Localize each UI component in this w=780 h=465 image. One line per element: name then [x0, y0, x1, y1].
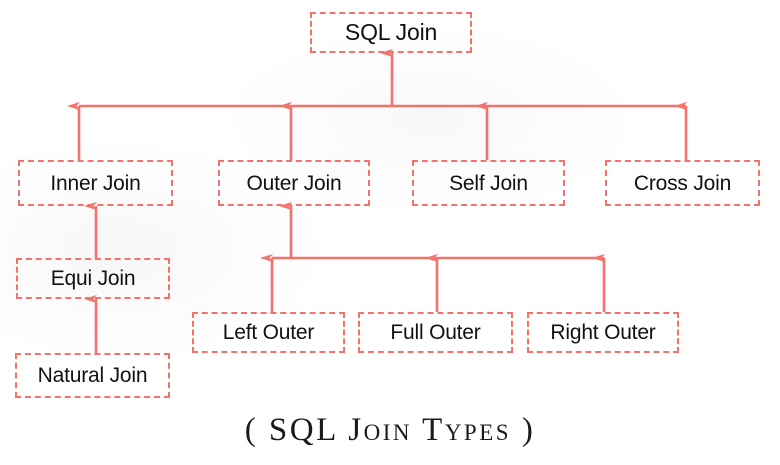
node-label-right-outer: Right Outer	[550, 321, 656, 344]
node-label-outer-join: Outer Join	[246, 171, 342, 195]
node-right-outer[interactable]: Right Outer	[527, 312, 679, 353]
node-inner-join[interactable]: Inner Join	[18, 160, 173, 206]
node-label-natural-join: Natural Join	[37, 364, 148, 387]
node-left-outer[interactable]: Left Outer	[192, 312, 345, 353]
node-cross-join[interactable]: Cross Join	[605, 160, 760, 206]
node-sql-join[interactable]: SQL Join	[310, 12, 472, 53]
node-label-inner-join: Inner Join	[50, 171, 141, 195]
node-label-equi-join: Equi Join	[50, 267, 136, 290]
node-label-sql-join: SQL Join	[344, 19, 438, 45]
node-outer-join[interactable]: Outer Join	[218, 160, 370, 206]
node-label-full-outer: Full Outer	[390, 321, 481, 344]
node-label-self-join: Self Join	[449, 171, 528, 195]
node-full-outer[interactable]: Full Outer	[358, 312, 513, 353]
node-natural-join[interactable]: Natural Join	[15, 353, 170, 398]
node-label-cross-join: Cross Join	[633, 171, 732, 195]
node-equi-join[interactable]: Equi Join	[16, 258, 170, 299]
node-label-left-outer: Left Outer	[222, 321, 315, 344]
node-self-join[interactable]: Self Join	[412, 160, 565, 206]
diagram-caption: ( SQL Join Types )	[244, 412, 536, 448]
